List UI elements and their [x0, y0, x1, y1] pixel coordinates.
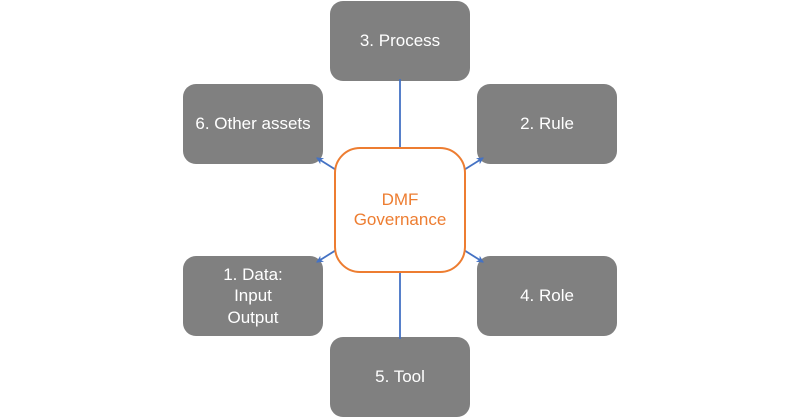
node-data-input-output: 1. Data: Input Output	[183, 256, 323, 336]
node-process: 3. Process	[330, 1, 470, 81]
node-other-assets: 6. Other assets	[183, 84, 323, 164]
node-role: 4. Role	[477, 256, 617, 336]
node-rule: 2. Rule	[477, 84, 617, 164]
center-node-dmf-governance: DMF Governance	[334, 147, 466, 273]
node-tool: 5. Tool	[330, 337, 470, 417]
